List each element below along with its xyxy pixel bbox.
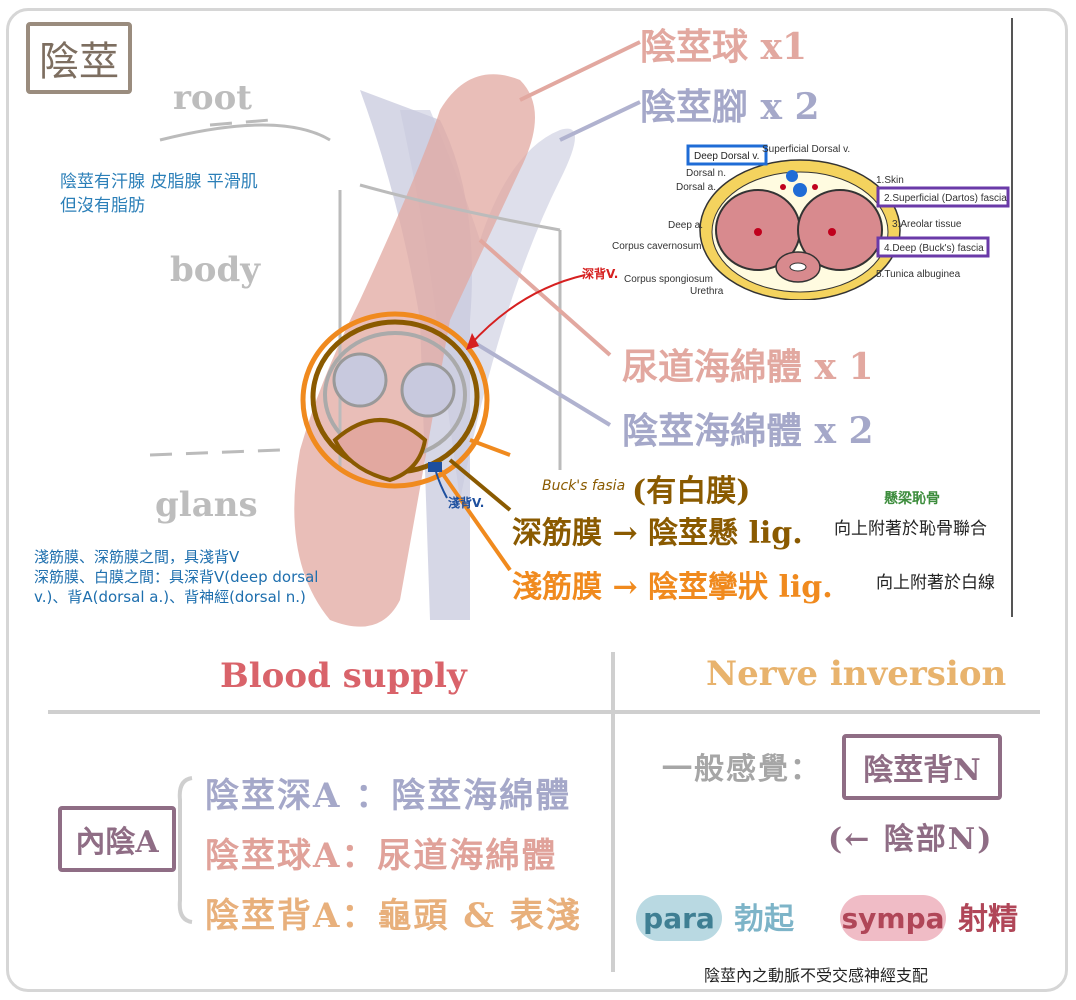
internal-pudendal-box: 內陰A — [58, 806, 176, 872]
cross-section-diagram — [686, 144, 1010, 300]
label-glans: glans — [155, 485, 258, 525]
gland-note-line-2: 但沒有脂肪 — [60, 196, 145, 216]
gland-note-line-1: 陰莖有汗腺 皮脂腺 平滑肌 — [60, 172, 258, 192]
general-sensation: 一般感覺： — [662, 752, 822, 787]
para-pill: para — [636, 895, 722, 941]
gland-note: 陰莖有汗腺 皮脂腺 平滑肌 但沒有脂肪 — [60, 170, 258, 218]
superficial-fascia-row: 淺筋膜 → 陰莖攣狀 lig. — [512, 570, 833, 605]
superficial-fascia-note: 向上附著於白線 — [876, 573, 995, 593]
erection-label: 勃起 — [734, 902, 794, 937]
white-membrane-label: (有白膜) — [632, 474, 751, 509]
label-root: root — [173, 78, 252, 118]
cs-deep-dorsal: Deep Dorsal v. — [694, 151, 760, 162]
cs-right-3: 4.Deep (Buck's) fascia — [884, 243, 984, 254]
label-corpus-cavernosum: 陰莖海綿體 x 2 — [622, 410, 874, 452]
nerve-footnote: 陰莖內之動脈不受交感神經支配 — [704, 966, 929, 985]
blood-row-3: 陰莖背A：龜頭 & 表淺 — [205, 896, 582, 936]
label-corpus-spongiosum: 尿道海綿體 x 1 — [622, 346, 874, 388]
blood-row-2: 陰莖球A：尿道海綿體 — [205, 836, 558, 876]
ejaculation-label: 射精 — [958, 902, 1018, 937]
cs-right-2: 3.Areolar tissue — [892, 219, 962, 230]
label-crus: 陰莖腳 x 2 — [640, 86, 820, 128]
pudendal-nerve: (← 陰部N) — [828, 822, 994, 857]
cs-right-0: 1.Skin — [876, 175, 904, 186]
cs-left-5: Urethra — [690, 286, 724, 297]
label-body: body — [170, 250, 260, 290]
fascia-notes: 淺筋膜、深筋膜之間，具淺背V 深筋膜、白膜之間：具深背V(deep dorsal… — [34, 547, 318, 607]
dorsal-nerve-box: 陰莖背N — [842, 734, 1002, 800]
cs-left-4: Corpus spongiosum — [624, 274, 713, 285]
nerve-title: Nerve inversion — [706, 654, 1007, 694]
deep-dorsal-tag: 深背V. — [582, 267, 619, 281]
deep-fascia-row: 深筋膜 → 陰莖懸 lig. — [512, 516, 803, 551]
deep-fascia-note: 向上附著於恥骨聯合 — [834, 519, 987, 539]
suspensory-note: 懸梁恥骨 — [884, 491, 940, 507]
cs-left-3: Corpus cavernosum — [612, 241, 702, 252]
cs-left-1: Dorsal a. — [676, 182, 717, 193]
blood-row-1: 陰莖深A ：陰莖海綿體 — [205, 776, 572, 816]
page-title: 陰莖 — [26, 22, 132, 94]
sympa-pill: sympa — [840, 895, 946, 941]
cs-right-4: 5.Tunica albuginea — [876, 269, 961, 280]
cs-top: Superficial Dorsal v. — [762, 144, 851, 155]
cs-right-1: 2.Superficial (Dartos) fascia — [884, 193, 1007, 204]
label-bulb: 陰莖球 x1 — [640, 26, 808, 68]
cs-left-0: Dorsal n. — [686, 168, 727, 179]
blood-supply-title: Blood supply — [220, 656, 467, 696]
fascia-note-1: 淺筋膜、深筋膜之間，具淺背V — [34, 548, 240, 566]
fascia-note-3: v.)、背A(dorsal a.)、背神經(dorsal n.) — [34, 588, 306, 606]
fascia-note-2: 深筋膜、白膜之間：具深背V(deep dorsal — [34, 568, 319, 586]
superficial-dorsal-tag: 淺背V. — [448, 496, 485, 510]
cs-left-2: Deep a. — [668, 220, 704, 231]
bucks-fascia-label: Buck's fasia — [542, 478, 626, 494]
